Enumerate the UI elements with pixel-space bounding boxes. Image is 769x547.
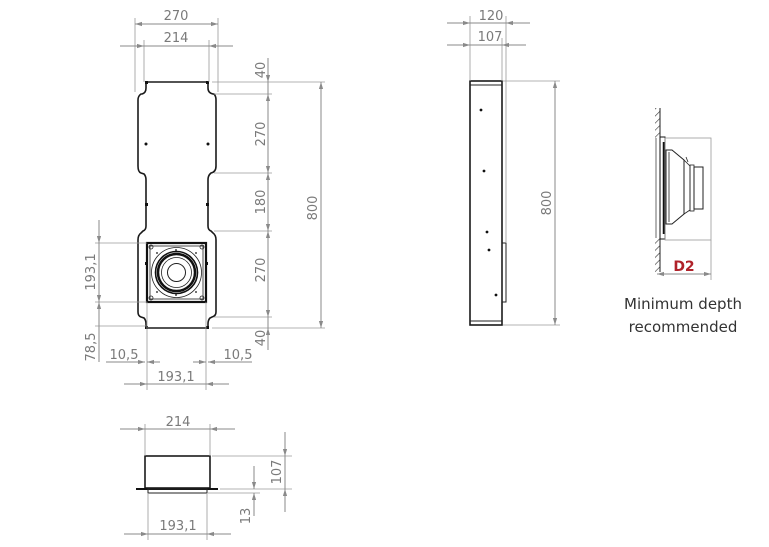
- bottom-view: 214 107 13 193,1: [120, 415, 292, 540]
- dim-width-total: 270: [164, 9, 189, 24]
- install-depth-view: D2 Minimum depth recommended: [624, 108, 742, 336]
- side-view-box: [469, 80, 503, 326]
- dim-flange: 13: [239, 508, 254, 525]
- dim-seg-top: 40: [254, 62, 269, 79]
- bottom-view-box: [144, 455, 211, 489]
- wall-hatch-bottom: [655, 238, 660, 272]
- depth-label-d2: D2: [673, 259, 694, 275]
- dim-bottom-depth: 107: [270, 460, 285, 485]
- dim-side-depth-box: 107: [478, 30, 503, 45]
- caption-line-1: Minimum depth: [624, 295, 742, 313]
- dim-speaker-width: 193,1: [157, 370, 194, 385]
- dim-seg-bottom: 40: [254, 330, 269, 347]
- speaker-driver: [145, 241, 208, 304]
- wall-hatch-top: [655, 108, 660, 138]
- caption-line-2: recommended: [629, 318, 738, 336]
- dim-bottom-width: 214: [166, 415, 191, 430]
- dim-speaker-height: 193,1: [84, 253, 99, 290]
- dim-side-height: 800: [540, 191, 555, 216]
- side-view-speaker-flange: [501, 242, 507, 303]
- dim-seg-lower: 270: [254, 258, 269, 283]
- dim-margin-left: 10,5: [110, 348, 139, 363]
- dim-bottom-speaker-width: 193,1: [159, 519, 196, 534]
- front-view: 270 214 40 270 180 270 40 800: [84, 9, 325, 390]
- dim-side-depth-total: 120: [479, 9, 504, 24]
- mount-hole: [144, 142, 148, 146]
- side-view: 120 107 800: [447, 9, 560, 326]
- dim-seg-upper: 270: [254, 122, 269, 147]
- mount-hole: [206, 142, 210, 146]
- dim-seg-middle: 180: [254, 190, 269, 215]
- dim-height-total: 800: [306, 196, 321, 221]
- cavity-outline: [664, 137, 712, 241]
- dim-margin-right: 10,5: [224, 348, 253, 363]
- dim-width-inner: 214: [164, 31, 189, 46]
- dim-speaker-offset: 78,5: [84, 333, 99, 362]
